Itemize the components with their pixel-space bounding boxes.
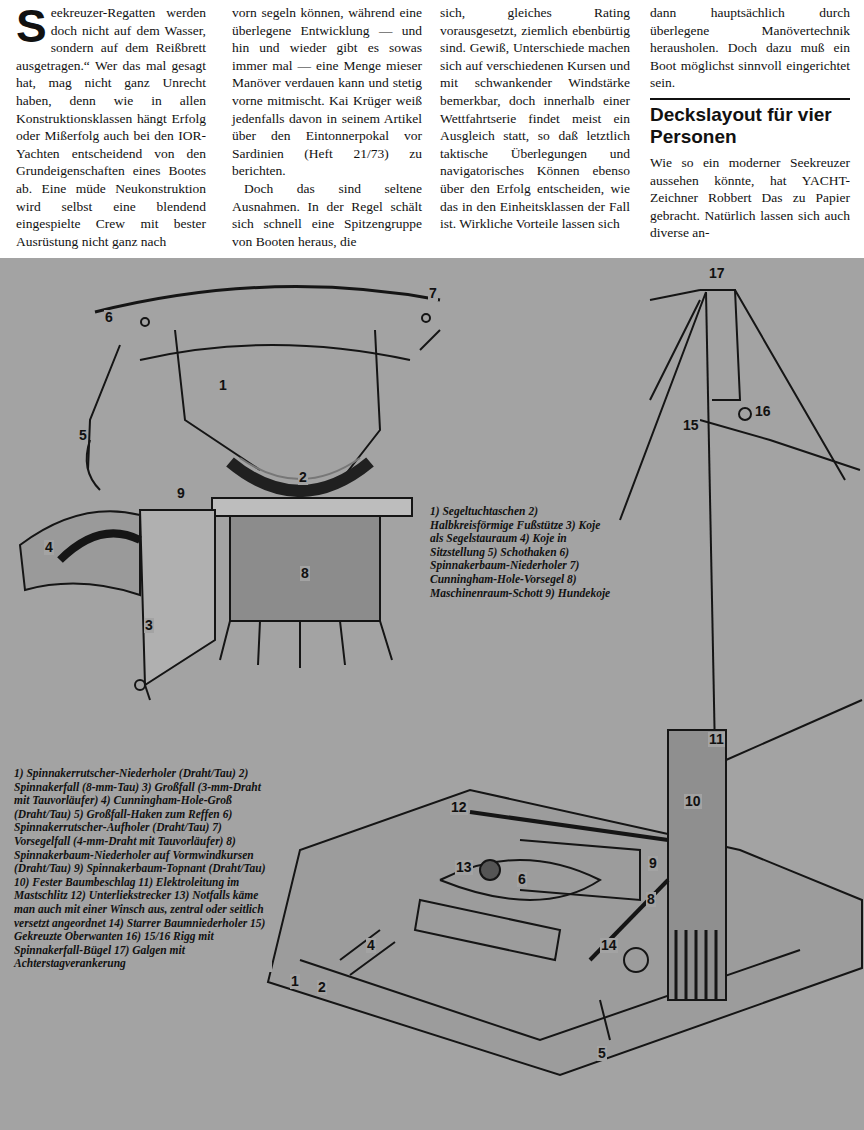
callout-number: 2 <box>317 980 327 995</box>
callout-number: 5 <box>78 428 88 443</box>
callout-number: 15 <box>682 418 700 433</box>
legend-item: 1) Spinnakerrutscher-Niederholer (Draht/… <box>14 767 236 779</box>
callout-number: 11 <box>708 732 725 747</box>
legend-item: 14) Starrer Baumniederholer <box>109 917 248 929</box>
callout-number: 16 <box>754 404 772 419</box>
callout-number: 7 <box>428 286 438 301</box>
body-text: Wie so ein moderner Seekreuzer aussehen … <box>650 154 850 242</box>
callout-number: 9 <box>648 856 658 871</box>
callout-number: 12 <box>450 800 468 815</box>
text-column: vorn segeln können, während eine überleg… <box>232 4 422 250</box>
callout-number: 1 <box>290 974 300 989</box>
legend-item: 9) Spinnakerbaum-Topnant (Draht/Tau) <box>74 862 266 874</box>
callout-number: 4 <box>44 540 54 555</box>
legend-list: 1) Spinnakerrutscher-Niederholer (Draht/… <box>12 766 272 972</box>
callout-number: 17 <box>708 266 726 281</box>
callout-number: 5 <box>597 1046 607 1061</box>
callout-number: 2 <box>298 470 308 485</box>
heading-rule <box>650 98 850 100</box>
body-text: Doch das sind seltene Ausnahmen. In der … <box>232 180 422 250</box>
body-text: dann hauptsächlich durch überlegene Manö… <box>650 4 850 92</box>
callout-number: 8 <box>646 892 656 907</box>
callout-number: 3 <box>144 618 154 633</box>
legend-item: 10) Fester Baumbeschlag <box>14 876 135 888</box>
legend-list: 1) Segeltuchtaschen 2) Halbkreisförmige … <box>428 504 618 601</box>
legend-item: 9) Hundekoje <box>545 587 610 599</box>
body-text: vorn segeln können, während eine überleg… <box>232 4 422 180</box>
callout-number: 10 <box>684 794 702 809</box>
callout-number: 1 <box>218 378 228 393</box>
callout-number: 8 <box>300 566 310 581</box>
callout-number: 6 <box>104 310 114 325</box>
legend-item: 1) Segeltuchtaschen <box>430 505 526 517</box>
callout-number: 4 <box>366 938 376 953</box>
callout-number: 9 <box>176 486 186 501</box>
body-text: Seekreuzer-Regatten werden doch nicht au… <box>16 4 206 250</box>
body-text: sich, gleiches Rating vorausgesetzt, zie… <box>440 4 630 233</box>
text-column: Seekreuzer-Regatten werden doch nicht au… <box>16 4 206 250</box>
callout-number: 14 <box>600 938 618 953</box>
legend-item: 5) Großfall-Haken zum Reffen <box>74 808 220 820</box>
text-column: sich, gleiches Rating vorausgesetzt, zie… <box>440 4 630 233</box>
legend-item: 12) Unterliekstrecker <box>71 889 172 901</box>
callout-number: 13 <box>455 860 473 875</box>
article-heading: Deckslayout für vier Personen <box>650 104 850 148</box>
legend-item: 5) Schothaken <box>488 546 557 558</box>
callout-number: 6 <box>517 872 527 887</box>
text-column: dann hauptsächlich durch überlegene Manö… <box>650 4 850 242</box>
